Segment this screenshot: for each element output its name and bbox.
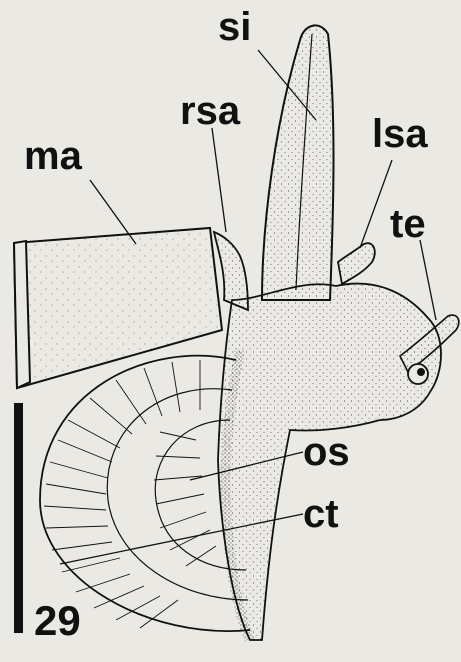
label-ct: ct <box>303 494 339 534</box>
operculum-lines <box>40 356 250 631</box>
eye-pupil <box>417 368 425 376</box>
figure-number: 29 <box>34 600 81 642</box>
label-left-sensory-appendage: lsa <box>372 114 428 154</box>
left-sensory-appendage <box>338 243 375 284</box>
scale-bar <box>14 403 23 633</box>
label-siphon: si <box>218 7 251 47</box>
mantle <box>14 228 222 388</box>
label-tentacle: te <box>390 204 426 244</box>
label-mantle: ma <box>24 136 82 176</box>
siphon <box>262 25 334 300</box>
label-operculum: os <box>303 432 350 472</box>
label-right-sensory-appendage: rsa <box>180 91 240 131</box>
